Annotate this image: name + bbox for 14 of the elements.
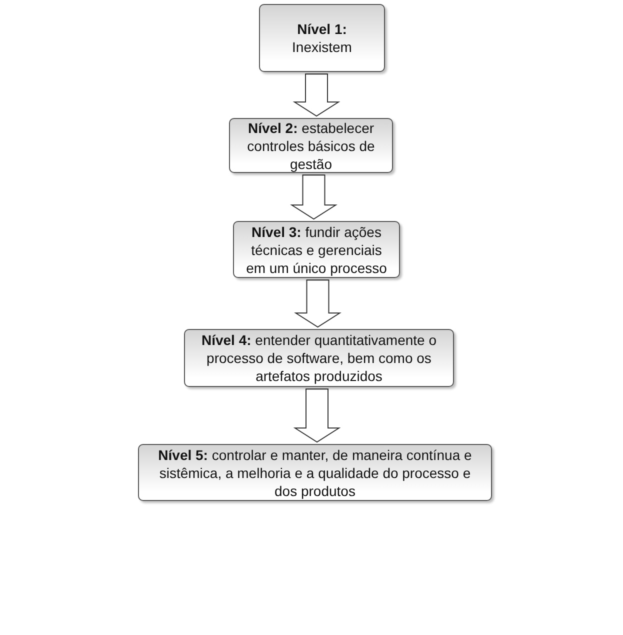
level-box <box>184 329 454 387</box>
block-arrow <box>294 280 342 328</box>
block-arrow <box>290 174 338 220</box>
level-box <box>259 4 385 72</box>
level-text: Nível 5: controlar e manter, de maneira contínua e sistêmica, a melhoria e a qualidade do processo e dos produtos <box>157 446 473 500</box>
level-text: Nível 4: entender quantitativamente o processo de software, bem como os artefatos produzidos <box>200 331 438 385</box>
block-arrow <box>292 74 340 117</box>
level-box <box>138 444 492 501</box>
level-text: Nível 3: fundir ações técnicas e gerenciais em um único processo <box>245 222 388 276</box>
level-text: Nível 1: Inexistem <box>291 20 353 56</box>
level-text: Nível 2: estabelecer controles básicos de gestão <box>246 118 376 172</box>
level-box <box>229 118 393 173</box>
block-arrow <box>293 388 341 443</box>
level-box <box>233 221 400 278</box>
